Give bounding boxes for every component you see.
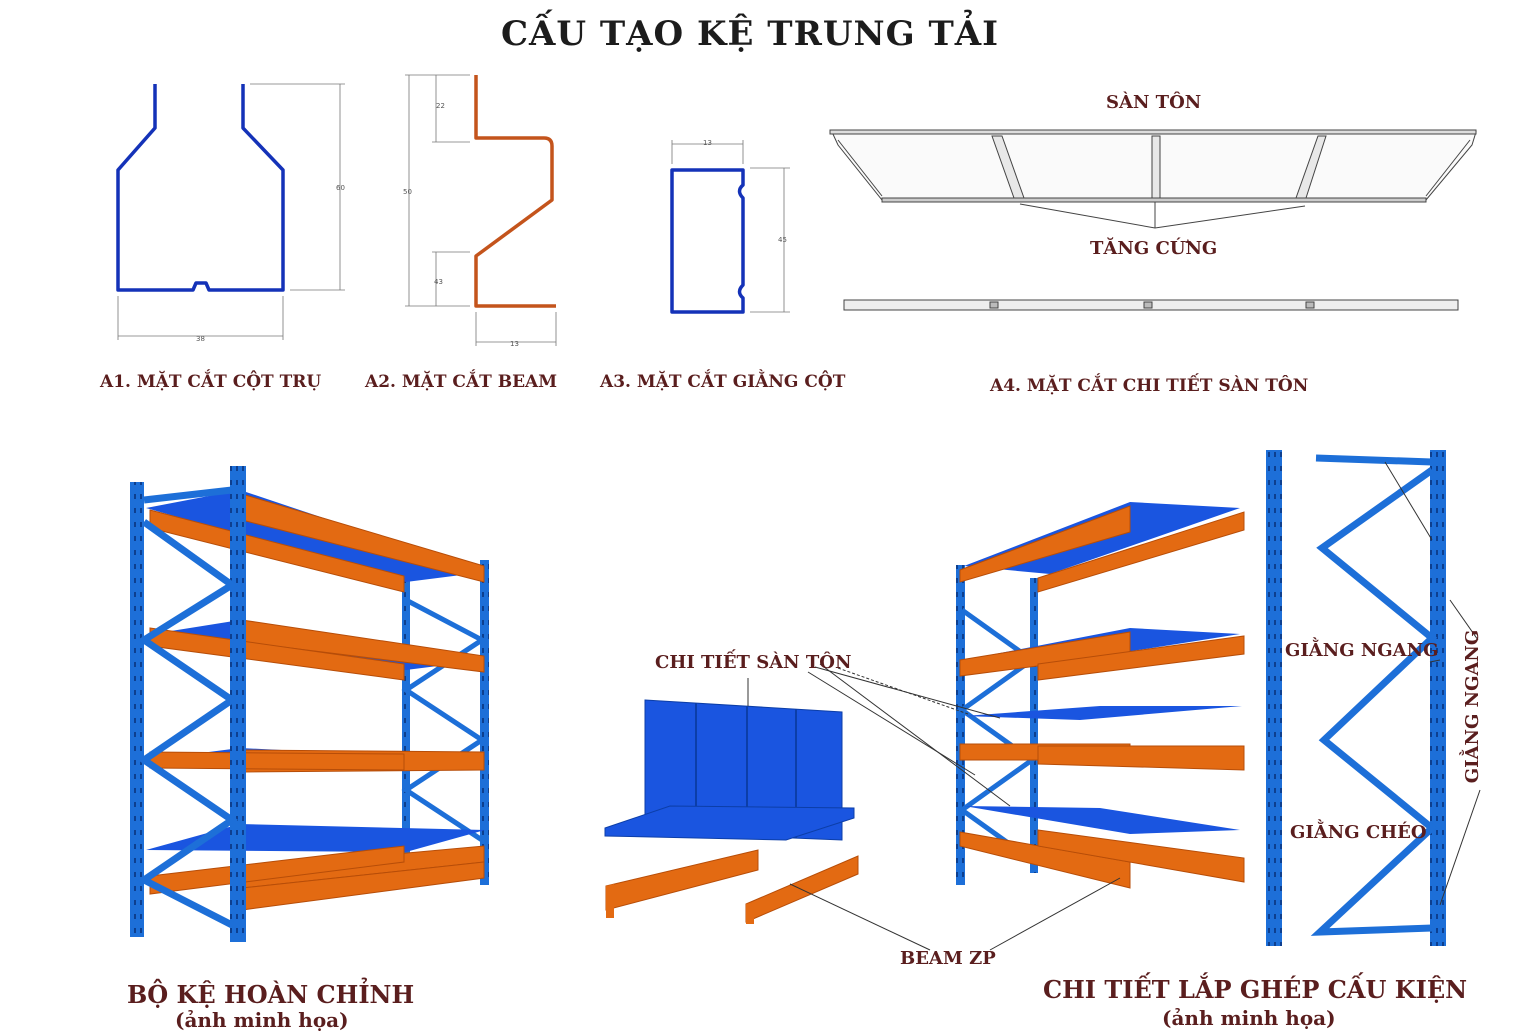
a2-top-dim: 22 — [436, 102, 445, 110]
bracing-profile-a3 — [670, 140, 790, 314]
caption-a1: A1. MẶT CẮT CỘT TRỤ — [100, 372, 322, 392]
caption-a3: A3. MẶT CẮT GIẰNG CỘT — [600, 372, 846, 392]
caption-complete-sub: (ảnh minh họa) — [175, 1008, 349, 1032]
caption-complete-rack: BỘ KỆ HOÀN CHỈNH — [127, 980, 415, 1009]
caption-assembly-sub: (ảnh minh họa) — [1162, 1006, 1336, 1030]
upright-frame-detail — [1266, 450, 1446, 946]
a1-height-dim: 60 — [336, 184, 345, 192]
caption-assembly: CHI TIẾT LẮP GHÉP CẤU KIỆN — [1043, 975, 1468, 1004]
a2-width-dim: 13 — [510, 340, 519, 348]
complete-rack — [130, 466, 489, 942]
caption-a4: A4. MẶT CẮT CHI TIẾT SÀN TÔN — [990, 376, 1309, 396]
label-giang-ngang-vertical: GIẰNG NGANG — [1462, 629, 1484, 784]
a3-height-dim: 45 — [778, 236, 787, 244]
label-chi-tiet-san-ton: CHI TIẾT SÀN TÔN — [655, 652, 852, 673]
assembly-rack — [956, 502, 1245, 889]
label-san-ton: SÀN TÔN — [1106, 92, 1202, 113]
caption-a2: A2. MẶT CẮT BEAM — [365, 372, 558, 392]
page-title: CẤU TẠO KỆ TRUNG TẢI — [500, 14, 1000, 54]
a1-width-dim: 38 — [196, 335, 205, 343]
a3-width-dim: 13 — [703, 139, 712, 147]
column-profile-a1 — [116, 83, 345, 340]
a2-height-dim: 50 — [403, 188, 412, 196]
label-beam-zp: BEAM ZP — [900, 948, 996, 969]
beam-profile-a2 — [405, 74, 557, 346]
label-giang-ngang: GIẰNG NGANG — [1285, 640, 1439, 661]
leader-lines — [747, 461, 1481, 951]
a2-bottom-dim: 43 — [434, 278, 443, 286]
label-giang-cheo: GIẰNG CHÉO — [1290, 822, 1427, 843]
deck-detail-a4 — [829, 129, 1477, 311]
label-tang-cung: TĂNG CỨNG — [1090, 238, 1218, 259]
exploded-parts — [604, 699, 859, 924]
